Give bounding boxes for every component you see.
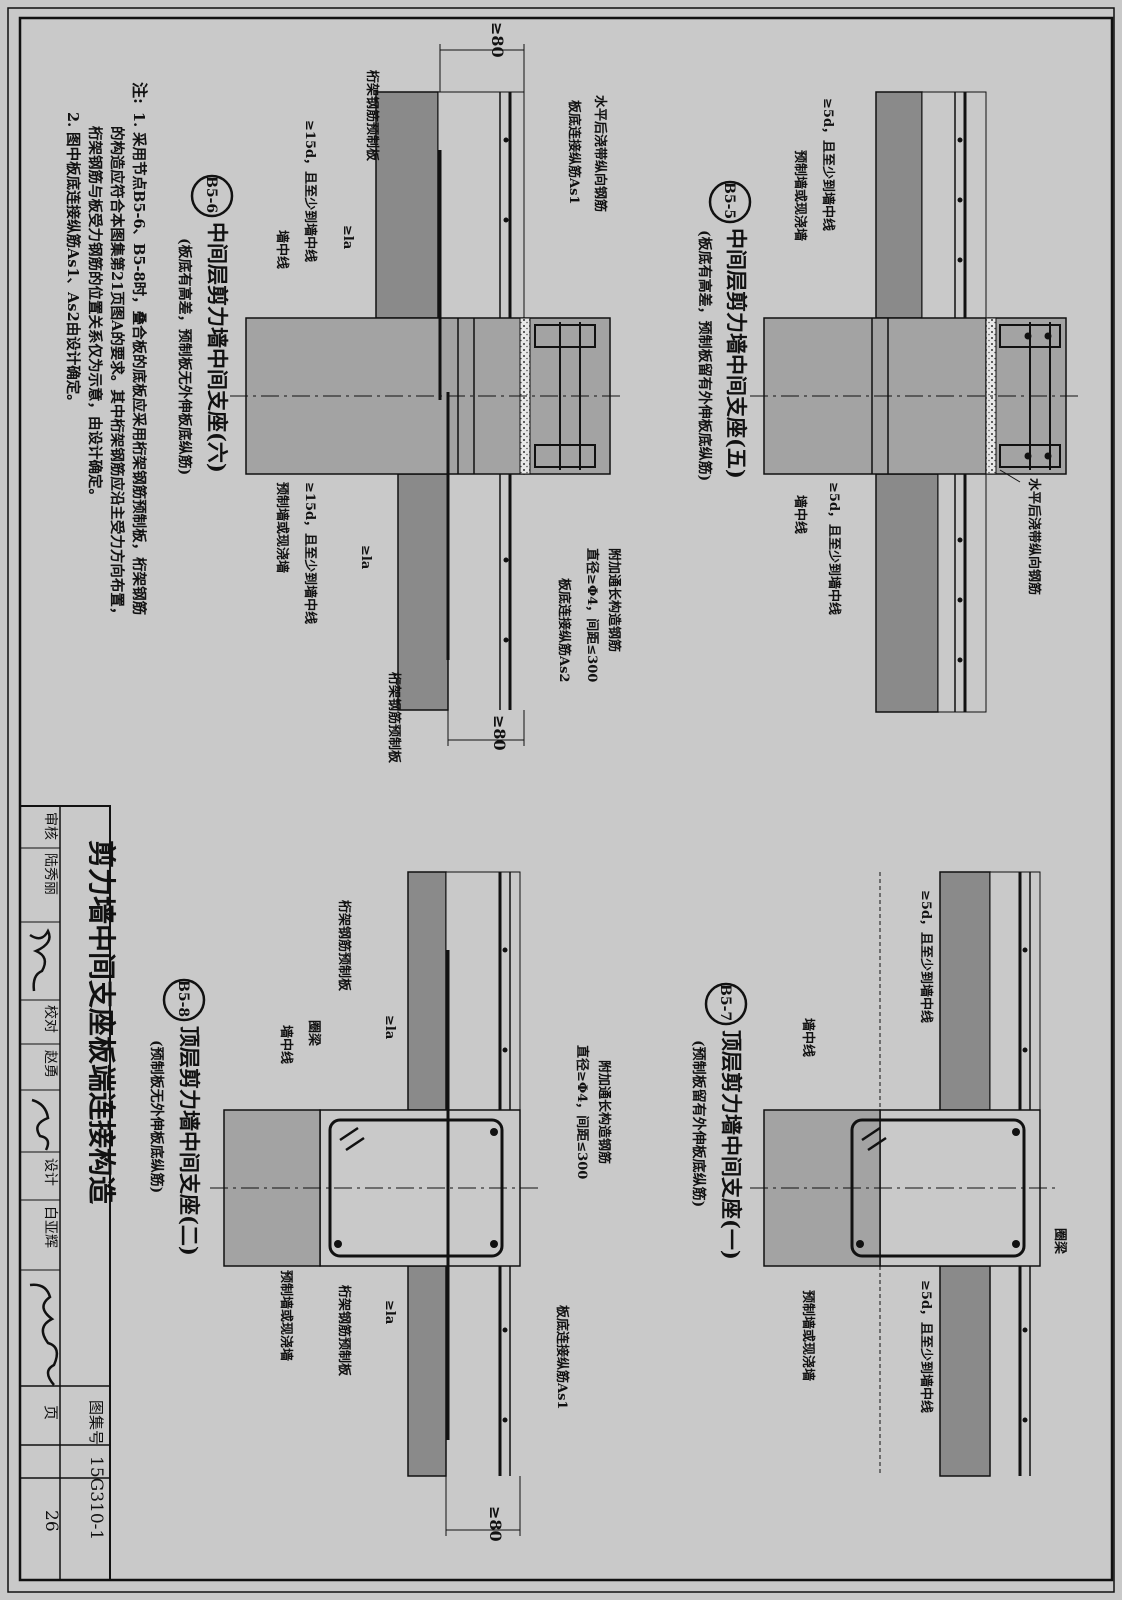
b56-extra-rebar-2: 直径≥Φ4，间距≤300 bbox=[584, 548, 600, 682]
checker-signature bbox=[31, 1098, 50, 1151]
page-number: 26 bbox=[41, 1510, 61, 1532]
b56-as2-label: 板底连接纵筋As2 bbox=[556, 578, 572, 682]
b58-extra-rebar-1: 附加通长构造钢筋 bbox=[596, 1060, 612, 1164]
b57-subtitle: (预制板留有外伸板底纵筋) bbox=[690, 1040, 707, 1207]
b55-anchor-label-top: ≥5d，且至少到墙中线 bbox=[820, 98, 836, 231]
notes-heading: 注: bbox=[130, 82, 149, 104]
b58-ring-beam-label: 圈梁 bbox=[306, 1020, 322, 1047]
precast-slab bbox=[407, 871, 447, 1111]
b57-ring-beam-label: 圈梁 bbox=[1052, 1228, 1068, 1255]
drawing-title: 剪力墙中间支座板端连接构造 bbox=[85, 840, 118, 1204]
note-line-4: 2. 图中板底连接纵筋As1、As2由设计确定。 bbox=[64, 112, 82, 409]
b56-15d-label-top: ≥15d，且至少到墙中线 bbox=[302, 120, 318, 262]
b58-subtitle: (预制板无外伸板底纵筋) bbox=[148, 1040, 165, 1193]
atlas-label: 图集号 bbox=[87, 1400, 105, 1445]
precast-slab bbox=[375, 91, 439, 319]
outer-frame bbox=[7, 7, 1115, 1593]
b55-code-badge bbox=[708, 180, 752, 224]
b56-code-badge bbox=[190, 174, 234, 218]
b55-wall-label: 预制墙或现浇墙 bbox=[792, 150, 808, 241]
b58-extra-rebar-2: 直径≥Φ4，间距≤300 bbox=[574, 1045, 590, 1179]
b58-code-badge bbox=[162, 978, 206, 1022]
precast-slab bbox=[407, 1265, 447, 1477]
b56-la-label-top: ≥la bbox=[340, 225, 355, 250]
detail-b5-8: ≥80 桁架钢筋预制板 ≥la 圈梁 墙中线 附加通长构造钢筋 直径≥Φ4，间距… bbox=[148, 871, 612, 1542]
note-line-3: 桁架钢筋与板受力钢筋的位置关系仅为示意，由设计确定。 bbox=[86, 126, 104, 503]
b57-centerline-label: 墙中线 bbox=[800, 1018, 816, 1057]
precast-slab bbox=[875, 91, 923, 319]
b58-truss-label-top: 桁架钢筋预制板 bbox=[336, 900, 352, 992]
atlas-number: 15G310-1 bbox=[86, 1456, 106, 1540]
b56-subtitle: (板底有高差，预制板无外伸板底纵筋) bbox=[176, 238, 193, 475]
b58-code: B5-8 bbox=[175, 980, 191, 1017]
b58-truss-label-bottom: 桁架钢筋预制板 bbox=[336, 1285, 352, 1377]
b57-title: 顶层剪力墙中间支座(一) bbox=[719, 1030, 744, 1260]
reviewer-signature bbox=[29, 928, 51, 992]
title-block: 剪力墙中间支座板端连接构造 图集号 15G310-1 页 26 审核 陆秀丽 校… bbox=[19, 805, 118, 1581]
b56-15d-label-bottom: ≥15d，且至少到墙中线 bbox=[302, 482, 318, 624]
precast-slab bbox=[875, 473, 939, 713]
check-label: 校对 bbox=[42, 1005, 59, 1033]
detail-b5-5: ≥5d，且至少到墙中线 预制墙或现浇墙 水平后浇带纵向钢筋 ≥5d，且至少到墙中… bbox=[696, 91, 1080, 713]
precast-slab bbox=[939, 871, 991, 1111]
b55-centerline-label: 墙中线 bbox=[792, 495, 808, 534]
b58-title: 顶层剪力墙中间支座(二) bbox=[177, 1026, 202, 1256]
b57-wall-label: 预制墙或现浇墙 bbox=[800, 1290, 816, 1381]
b55-code: B5-5 bbox=[721, 182, 737, 219]
b58-as1-label: 板底连接纵筋As1 bbox=[554, 1305, 570, 1409]
b56-dim-80-bottom: ≥80 bbox=[490, 715, 509, 751]
review-label: 审核 bbox=[42, 812, 58, 840]
b57-anchor-label-top: ≥5d，且至少到墙中线 bbox=[918, 890, 934, 1023]
note-line-2: 的构造应符合本图集第21页图A的要求。其中桁架钢筋应沿主受力方向布置， bbox=[108, 126, 126, 621]
detail-b5-7: ≥5d，且至少到墙中线 墙中线 圈梁 ≥5d，且至少到墙中线 预制墙或现浇墙 B… bbox=[690, 871, 1068, 1477]
inner-frame bbox=[18, 16, 1114, 1582]
b58-dim-80: ≥80 bbox=[486, 1506, 505, 1542]
designer-signature bbox=[29, 1283, 59, 1386]
b56-code: B5-6 bbox=[203, 176, 219, 213]
note-line-1: 1. 采用节点B5-6、B5-8时，叠合板的底板应采用桁架钢筋预制板，桁架钢筋 bbox=[130, 112, 148, 615]
precast-slab bbox=[397, 473, 449, 711]
checker-name: 赵勇 bbox=[42, 1050, 58, 1078]
b55-subtitle: (板底有高差，预制板留有外伸板底纵筋) bbox=[696, 230, 713, 481]
b55-title: 中间层剪力墙中间支座(五) bbox=[724, 228, 749, 479]
design-label: 设计 bbox=[42, 1158, 58, 1186]
page-label: 页 bbox=[42, 1405, 60, 1420]
b56-truss-label-top: 桁架钢筋预制板 bbox=[364, 70, 380, 162]
b56-truss-label-bottom: 桁架钢筋预制板 bbox=[386, 672, 402, 764]
precast-slab bbox=[939, 1265, 991, 1477]
b56-extra-rebar-1: 附加通长构造钢筋 bbox=[606, 548, 622, 652]
b55-rebar-label-left: 水平后浇带纵向钢筋 bbox=[1026, 478, 1042, 595]
b56-rebar-label: 水平后浇带纵向钢筋 bbox=[592, 95, 608, 212]
b56-dim-80-top: ≥80 bbox=[488, 22, 507, 58]
cast-in-place-topping bbox=[921, 91, 987, 319]
horizontal-pour-band bbox=[523, 317, 611, 475]
b57-anchor-label-bottom: ≥5d，且至少到墙中线 bbox=[918, 1280, 934, 1413]
b58-la-label-bottom: ≥la bbox=[382, 1300, 397, 1325]
b58-centerline-label: 墙中线 bbox=[278, 1025, 294, 1064]
b57-code-badge bbox=[704, 982, 748, 1026]
detail-b5-6: ≥80 ≥80 桁架钢筋预制板 水平后浇带纵向钢筋 板底连接纵筋As1 ≥15d… bbox=[176, 22, 622, 764]
b57-code: B5-7 bbox=[717, 984, 733, 1021]
designer-name: 白亚辉 bbox=[42, 1206, 58, 1248]
b56-wall-label: 预制墙或现浇墙 bbox=[274, 482, 290, 573]
notes: 注: 1. 采用节点B5-6、B5-8时，叠合板的底板应采用桁架钢筋预制板，桁架… bbox=[64, 82, 149, 621]
b56-la-label-bottom: ≥la bbox=[358, 545, 373, 570]
b56-as1-label: 板底连接纵筋As1 bbox=[566, 100, 582, 204]
b58-wall-label: 预制墙或现浇墙 bbox=[278, 1270, 294, 1361]
b58-la-label-top: ≥la bbox=[382, 1015, 397, 1040]
b55-anchor-label-bottom: ≥5d，且至少到墙中线 bbox=[826, 482, 842, 615]
b56-title: 中间层剪力墙中间支座(六) bbox=[205, 222, 230, 473]
b56-centerline-label: 墙中线 bbox=[274, 230, 290, 269]
reviewer-name: 陆秀丽 bbox=[42, 853, 58, 895]
